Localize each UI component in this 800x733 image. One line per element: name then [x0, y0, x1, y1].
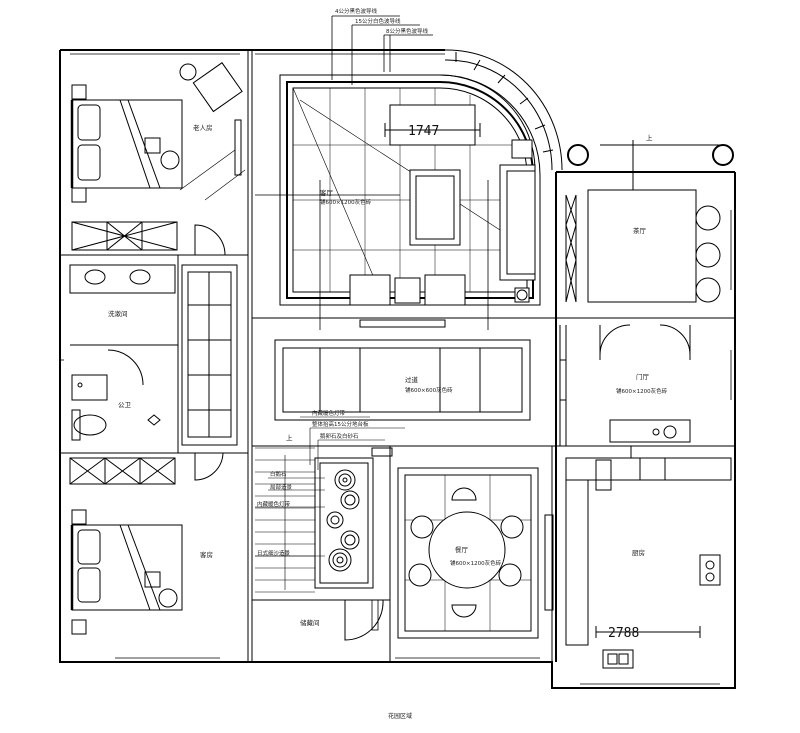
- washroom-fixtures: [69, 264, 176, 294]
- dimensions: 1747 2788: [408, 124, 639, 641]
- ceiling-notes: 4公分黑色波导线 15公分白色波导线 8公分黑色波导线: [335, 7, 428, 35]
- living-axes: [255, 180, 489, 330]
- label-foyer-floor: 铺600×1200灰色砖: [616, 387, 668, 395]
- garden-plant-1: 白鹅石: [270, 470, 287, 478]
- label-dining-floor: 铺600×1200灰色砖: [450, 559, 502, 567]
- dimension-living: [384, 123, 481, 137]
- garden-plant-3: 内藏暖色灯带: [257, 500, 291, 508]
- zen-garden: [255, 416, 405, 641]
- garden-note-2: 整体抬高15公分地台板: [312, 420, 369, 428]
- dimension-2788: 2788: [608, 626, 639, 641]
- label-corridor-floor: 铺600×600灰色砖: [405, 386, 453, 394]
- stair-up-garden: 上: [286, 433, 293, 442]
- interior-walls: [60, 50, 735, 662]
- kitchen-fixtures: [565, 446, 732, 669]
- stair-up-tea: 上: [646, 133, 653, 142]
- ceiling-note-leaders: [331, 15, 433, 85]
- living-ceiling: [279, 74, 541, 306]
- garden-plant-2: 局部造景: [270, 483, 293, 491]
- room-labels: 老人房 客厅 铺600×1200灰色砖 洗漱间 公卫 过道 铺600×600灰色…: [108, 123, 668, 627]
- long-cabinet: [181, 264, 238, 446]
- label-dining: 餐厅: [455, 545, 469, 554]
- label-living-room: 客厅: [320, 188, 334, 197]
- garden-plant-4: 日式细沙造景: [257, 549, 291, 557]
- label-living-floor: 铺600×1200灰色砖: [320, 198, 372, 206]
- label-kitchen: 厨房: [632, 548, 645, 557]
- tea-room: [565, 140, 734, 303]
- ceiling-note-3: 8公分黑色波导线: [386, 27, 428, 35]
- garden-notes: 内藏暖色灯带 整体抬高15公分地台板 鹅卵石及白砂石 白鹅石 局部造景 内藏暖色…: [257, 409, 369, 557]
- ceiling-note-1: 4公分黑色波导线: [335, 7, 377, 15]
- garden-note-3: 鹅卵石及白砂石: [320, 432, 359, 440]
- windows: [60, 49, 736, 689]
- elder-bedroom-furniture: [70, 62, 246, 256]
- label-elder-bedroom: 老人房: [193, 123, 213, 132]
- label-guest-bedroom: 客房: [200, 550, 213, 559]
- label-foyer: 门厅: [636, 372, 650, 381]
- dining-ceiling: [397, 467, 554, 639]
- dimension-1747: 1747: [408, 124, 439, 139]
- label-corridor: 过道: [405, 375, 419, 384]
- bathroom-fixtures: [71, 349, 161, 441]
- corridor-ceiling: [274, 319, 531, 421]
- garden-note-1: 内藏暖色灯带: [312, 409, 346, 417]
- stair-markers: 上 上: [286, 133, 653, 442]
- foyer: [559, 324, 691, 446]
- footer-label: 花园区域: [388, 712, 412, 720]
- ceiling-note-2: 15公分白色波导线: [355, 17, 401, 25]
- label-tea-room: 茶厅: [633, 226, 647, 235]
- label-bathroom: 公卫: [118, 401, 132, 409]
- label-storage: 储藏间: [300, 618, 320, 627]
- guest-bedroom-furniture: [69, 452, 224, 635]
- label-washroom: 洗漱间: [108, 309, 128, 318]
